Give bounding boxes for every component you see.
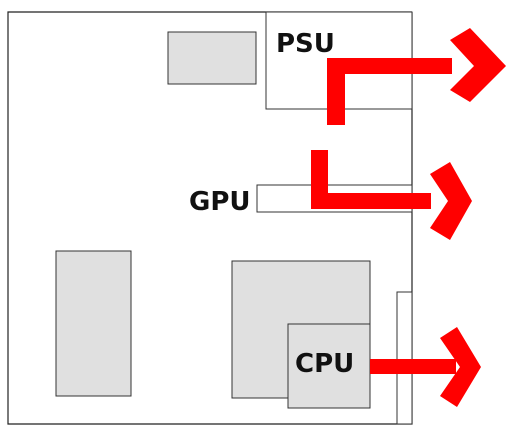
psu-label: PSU <box>276 29 335 59</box>
gpu-label: GPU <box>189 187 251 217</box>
drive-module <box>167 31 257 85</box>
case-outline <box>7 11 413 425</box>
ram-module <box>55 250 132 397</box>
psu-airflow-arrow <box>327 28 506 125</box>
expansion-bracket <box>396 291 413 425</box>
cpu-airflow-arrow <box>370 327 481 407</box>
cpu-label: CPU <box>295 349 354 379</box>
gpu-airflow-arrow <box>311 150 472 240</box>
